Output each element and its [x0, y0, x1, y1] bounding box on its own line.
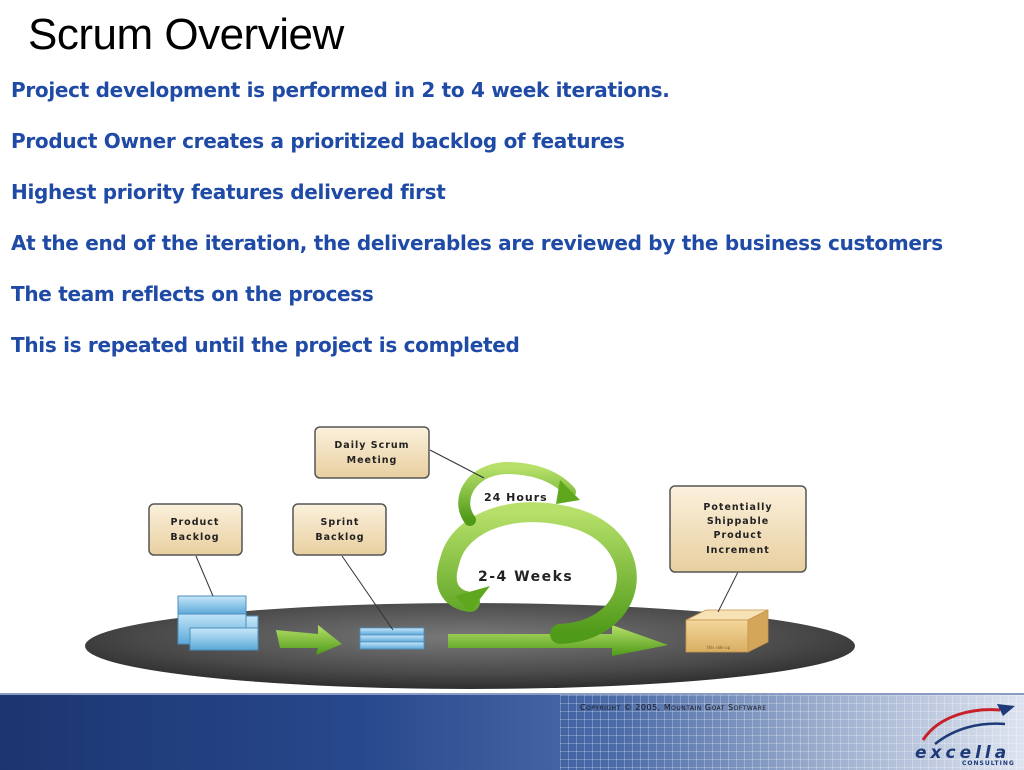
box-stamp: this side up — [707, 645, 731, 650]
product-backlog-stack — [177, 595, 259, 651]
callout-increment-line3: Product — [714, 530, 763, 541]
sprint-backlog-stack — [359, 627, 425, 650]
bullet-item: The team reflects on the process — [11, 282, 374, 306]
callout-product-backlog: Product Backlog — [148, 503, 243, 556]
cycle-weeks-label: 2-4 Weeks — [478, 569, 573, 585]
callout-daily-scrum-line2: Meeting — [347, 455, 398, 466]
footer-grid-pattern — [560, 695, 1024, 770]
bullet-item: Highest priority features delivered firs… — [11, 180, 446, 204]
callout-increment: Potentially Shippable Product Increment — [669, 485, 807, 573]
callout-increment-line4: Increment — [706, 545, 770, 556]
callout-sprint-backlog: Sprint Backlog — [292, 503, 387, 556]
footer-bar: Copyright © 2005, Mountain Goat Software — [0, 693, 1024, 770]
sprint-cycle-arrow — [436, 461, 637, 644]
logo-tagline: CONSULTING — [962, 760, 1015, 767]
callout-daily-scrum-line1: Daily Scrum — [334, 440, 409, 451]
bullet-list: Project development is performed in 2 to… — [11, 74, 1001, 380]
callout-daily-scrum: Daily Scrum Meeting — [314, 426, 430, 479]
slide-title: Scrum Overview — [28, 10, 344, 59]
shippable-box: this side up — [685, 609, 769, 653]
copyright-text: Copyright © 2005, Mountain Goat Software — [580, 703, 767, 712]
bullet-item: Product Owner creates a prioritized back… — [11, 129, 625, 153]
callout-increment-line1: Potentially — [703, 502, 772, 513]
bullet-item: At the end of the iteration, the deliver… — [11, 231, 943, 255]
callout-increment-line2: Shippable — [707, 516, 769, 527]
callout-sprint-backlog-line2: Backlog — [315, 532, 364, 543]
cycle-24-hours-label: 24 Hours — [484, 491, 548, 504]
callout-product-backlog-line2: Backlog — [170, 532, 219, 543]
bullet-item: Project development is performed in 2 to… — [11, 78, 670, 102]
bullet-item: This is repeated until the project is co… — [11, 333, 520, 357]
callout-sprint-backlog-line1: Sprint — [321, 517, 360, 528]
callout-product-backlog-line1: Product — [171, 517, 220, 528]
excella-logo-swoosh-icon — [921, 704, 1015, 745]
scrum-process-diagram: 24 Hours 2-4 Weeks this side up Product … — [85, 426, 855, 689]
arrow-to-sprint — [276, 625, 342, 655]
logo-name: excella — [915, 743, 1011, 763]
